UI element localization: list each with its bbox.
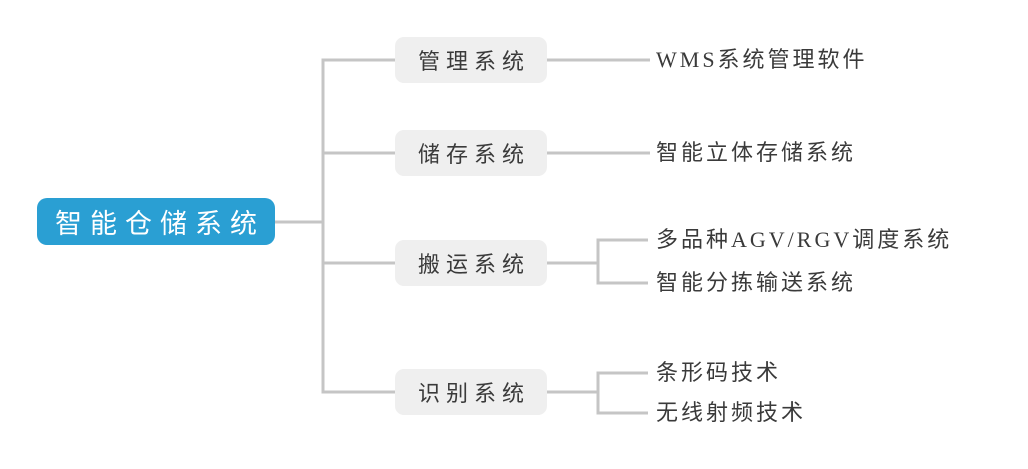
leaf-label-stereoscopic-storage: 智能立体存储系统	[656, 140, 857, 165]
leaf-label-barcode-technology: 条形码技术	[656, 360, 782, 385]
branch-node-identification-system: 识别系统	[395, 369, 547, 415]
branch-node-storage-system: 储存系统	[395, 130, 547, 176]
leaf-label-sorting-conveying: 智能分拣输送系统	[656, 270, 857, 295]
leaf-label-rfid-technology: 无线射频技术	[656, 400, 807, 425]
leaf-label-agv-rgv-scheduling: 多品种AGV/RGV调度系统	[656, 227, 953, 252]
branch-node-management-system: 管理系统	[395, 37, 547, 83]
leaf-label-wms-software: WMS系统管理软件	[656, 47, 868, 72]
branch-node-transport-system: 搬运系统	[395, 240, 547, 286]
root-node-intelligent-warehousing: 智能仓储系统	[37, 198, 275, 245]
